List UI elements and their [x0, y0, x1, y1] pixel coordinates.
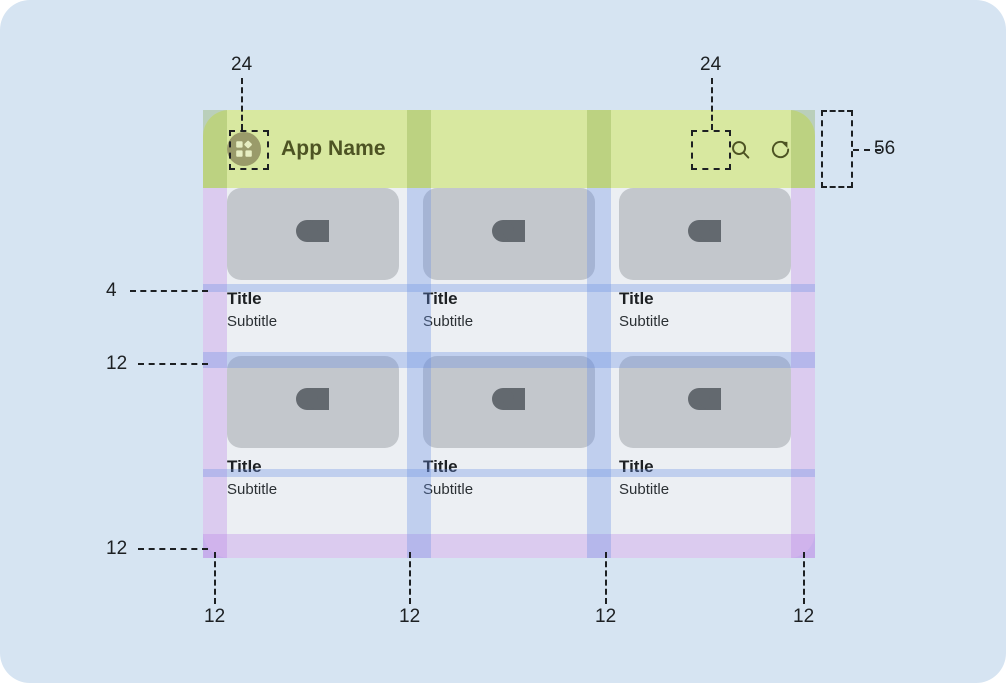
- card-title: Title: [423, 456, 458, 476]
- card-title: Title: [619, 289, 654, 308]
- card-title: Title: [423, 289, 458, 308]
- image-placeholder-icon: [227, 355, 399, 448]
- measure-box-search-icon: [691, 130, 731, 170]
- leader-gutter-2: [409, 552, 411, 604]
- annotation-label-bottom-padding: 12: [106, 538, 128, 559]
- leader-gutter-3: [605, 552, 607, 604]
- card-title: Title: [227, 289, 262, 308]
- app-bar: App Name: [203, 110, 815, 188]
- annotation-label-gutter-3: 12: [595, 606, 617, 627]
- annotation-label-appbar-height: 56: [874, 138, 896, 159]
- annotation-label-gutter-2: 12: [399, 606, 421, 627]
- image-placeholder-icon: [423, 188, 595, 280]
- refresh-icon[interactable]: [763, 132, 797, 166]
- measure-box-menu-icon: [229, 130, 269, 170]
- card-subtitle: Subtitle: [423, 313, 474, 331]
- card-subtitle: Subtitle: [619, 313, 670, 331]
- leader-appbar-height: [853, 149, 881, 151]
- leader-search-size: [711, 78, 713, 130]
- leader-gutter-1: [214, 552, 216, 604]
- card-subtitle: Subtitle: [227, 481, 278, 498]
- card-subtitle: Subtitle: [619, 481, 670, 498]
- search-icon[interactable]: [723, 132, 757, 166]
- annotation-label-row-gap: 12: [106, 353, 128, 374]
- card-subtitle: Subtitle: [423, 481, 474, 498]
- image-placeholder-icon: [619, 188, 791, 280]
- leader-bottom-padding: [138, 548, 208, 550]
- leader-title-gap: [130, 290, 208, 292]
- app-title: App Name: [281, 137, 386, 160]
- card-title: Title: [227, 456, 262, 476]
- annotation-label-gutter-4: 12: [793, 606, 815, 627]
- apps-grid-icon[interactable]: [227, 132, 261, 166]
- annotation-label-gutter-1: 12: [204, 606, 226, 627]
- annotation-label-title-gap: 4: [106, 280, 117, 301]
- image-placeholder-icon: [227, 188, 399, 280]
- annotation-label-search-size: 24: [700, 54, 722, 75]
- annotation-label-menu-size: 24: [231, 54, 253, 75]
- leader-row-gap: [138, 363, 208, 365]
- leader-gutter-4: [803, 552, 805, 604]
- image-placeholder-icon: [423, 355, 595, 448]
- card-title: Title: [619, 456, 654, 476]
- card-subtitle: Subtitle: [227, 313, 278, 331]
- measure-box-appbar-height: [821, 110, 853, 188]
- leader-menu-size: [241, 78, 243, 130]
- image-placeholder-icon: [619, 355, 791, 448]
